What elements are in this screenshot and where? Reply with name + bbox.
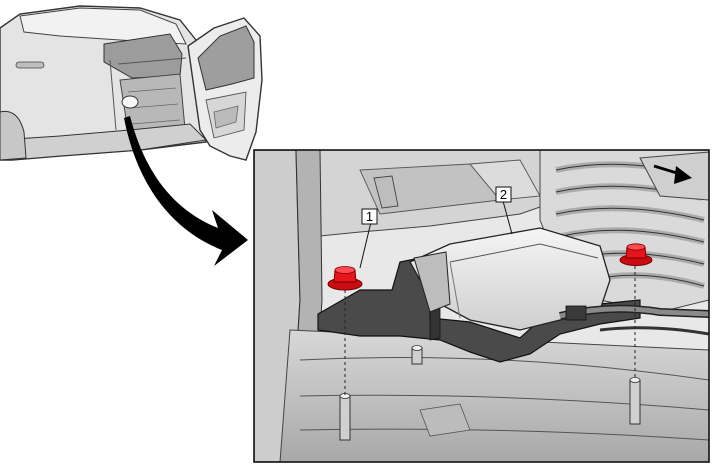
callout-2-label: 2 bbox=[500, 187, 507, 202]
fastener-nut-right bbox=[619, 243, 653, 266]
stud-right bbox=[629, 377, 641, 425]
callout-2: 2 bbox=[495, 186, 513, 235]
wiring-harness bbox=[559, 304, 709, 336]
fastener-nut-left bbox=[327, 266, 363, 291]
vehicle-overview bbox=[0, 5, 263, 161]
direction-arrow-icon bbox=[653, 164, 692, 184]
stud-left bbox=[339, 393, 351, 441]
callout-1-label: 1 bbox=[366, 209, 373, 224]
callout-1: 1 bbox=[359, 208, 378, 269]
detail-view: 1 2 bbox=[253, 149, 710, 463]
stud-center bbox=[411, 345, 423, 365]
curved-arrow-icon bbox=[124, 116, 248, 266]
detail-frame bbox=[253, 149, 710, 463]
